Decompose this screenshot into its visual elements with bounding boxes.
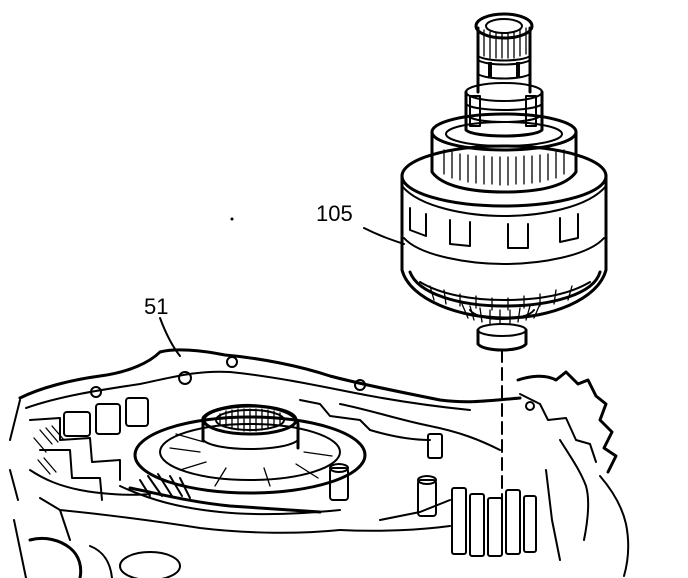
callout-label-case: 51 — [144, 294, 168, 319]
assembly-callout-leader — [363, 227, 405, 245]
transmission-case — [9, 348, 630, 578]
callout-label-assembly: 105 — [316, 201, 353, 226]
clutch-assembly — [400, 12, 608, 352]
stray-mark — [230, 217, 234, 221]
case-callout-leader — [159, 317, 181, 357]
